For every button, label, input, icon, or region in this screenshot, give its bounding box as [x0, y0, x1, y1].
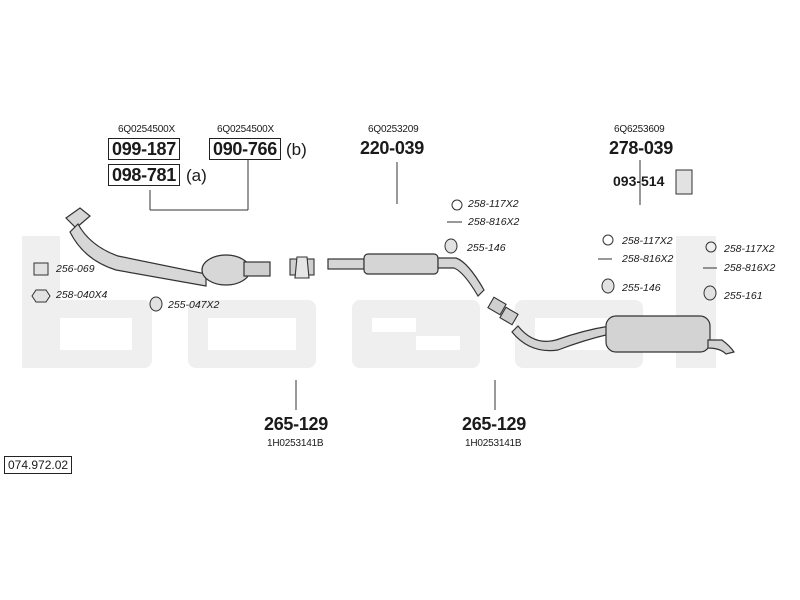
small-part-label[interactable]: 255-146 [622, 282, 661, 294]
part-number[interactable]: 093-514 [613, 173, 665, 189]
ref-label: 6Q0254500X [217, 124, 274, 135]
part-number[interactable]: 265-129 [264, 414, 328, 434]
part-number[interactable]: 098-781 [108, 164, 180, 186]
small-part-label[interactable]: 258-040X4 [56, 289, 108, 301]
ref-label: 1H0253141B [267, 438, 324, 449]
small-part-label[interactable]: 255-161 [724, 290, 763, 302]
rubber-mount-icon [703, 285, 717, 301]
small-part-label[interactable]: 256-069 [56, 263, 95, 275]
front-pipe-catalyst [65, 207, 271, 287]
ref-label: 6Q6253609 [614, 124, 665, 135]
small-part-label[interactable]: 258-816X2 [468, 216, 520, 228]
ring-icon [602, 234, 614, 246]
small-part-label[interactable]: 255-146 [467, 242, 506, 254]
ring-icon [705, 241, 717, 253]
ref-label: 6Q0253209 [368, 124, 419, 135]
small-part-label[interactable]: 258-117X2 [724, 243, 775, 255]
part-number[interactable]: 265-129 [462, 414, 526, 434]
small-part-label[interactable]: 258-816X2 [724, 262, 776, 274]
part-number[interactable]: 278-039 [609, 138, 673, 158]
small-part-label[interactable]: 258-816X2 [622, 253, 674, 265]
clamp-1 [289, 256, 315, 279]
clamp-2 [487, 296, 519, 326]
bracket-icon [675, 169, 693, 195]
rubber-mount-icon [601, 278, 615, 294]
square-gasket-icon [33, 262, 49, 276]
variant-suffix: (a) [186, 166, 207, 185]
rear-silencer [511, 315, 735, 355]
ref-label: 6Q0254500X [118, 124, 175, 135]
part-number[interactable]: 090-766 [209, 138, 281, 160]
catalog-code: 074.972.02 [4, 456, 73, 474]
middle-silencer [327, 253, 485, 297]
hex-nut-icon [31, 289, 51, 303]
rubber-mount-icon [444, 238, 458, 254]
rubber-mount-icon [149, 296, 163, 312]
small-part-label[interactable]: 258-117X2 [468, 198, 519, 210]
part-number[interactable]: 220-039 [360, 138, 424, 158]
variant-suffix: (b) [286, 140, 307, 159]
ring-icon [451, 199, 463, 211]
ref-label: 1H0253141B [465, 438, 522, 449]
small-part-label[interactable]: 258-117X2 [622, 235, 673, 247]
part-number[interactable]: 099-187 [108, 138, 180, 160]
small-part-label[interactable]: 255-047X2 [168, 299, 220, 311]
